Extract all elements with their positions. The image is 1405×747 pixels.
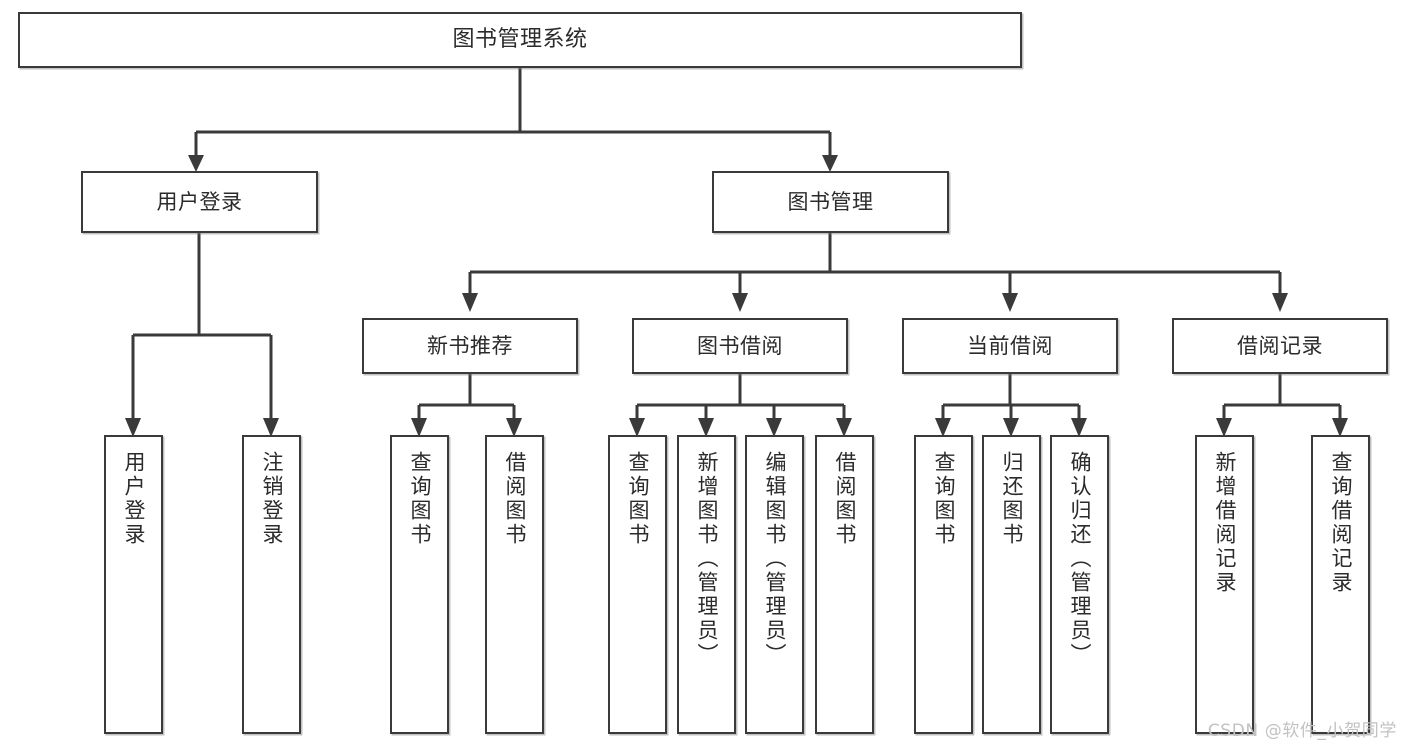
node-book-manage[interactable]: 图书管理 [712,171,949,233]
node-user-login[interactable]: 用户登录 [81,171,318,233]
leaf-return-book[interactable]: 归还图书 [982,435,1041,734]
arrowhead-layer [125,155,1348,437]
leaf-query-record[interactable]: 查询借阅记录 [1311,435,1370,734]
leaf-add-record[interactable]: 新增借阅记录 [1195,435,1254,734]
csdn-watermark: CSDN @软件_小贺同学 [1207,721,1397,741]
arrowhead-leaf-4 [506,418,522,437]
arrowhead-current-borrow [1002,293,1018,312]
node-label-book-manage: 图书管理 [787,189,874,214]
arrowhead-leaf-7 [766,418,782,437]
leaf-user-login[interactable]: 用户登录 [104,435,163,734]
node-book-borrow[interactable]: 图书借阅 [632,318,848,374]
arrowhead-leaf-2 [263,418,279,437]
node-current-borrow[interactable]: 当前借阅 [902,318,1118,374]
leaf-edit-book[interactable]: 编辑图书（管理员） [745,435,804,734]
node-label-current-borrow: 当前借阅 [967,333,1053,358]
arrowhead-leaf-5 [629,418,645,437]
leaf-label-query-book-3: 查询图书 [932,451,956,547]
leaf-confirm-return[interactable]: 确认归还（管理员） [1050,435,1109,734]
arrowhead-new-book [462,293,478,312]
leaf-label-add-book: 新增图书（管理员） [695,451,719,667]
leaf-label-user-login: 用户登录 [122,451,146,547]
leaf-label-borrow-book-1: 借阅图书 [503,451,527,547]
leaf-query-book-1[interactable]: 查询图书 [390,435,449,734]
leaf-query-book-2[interactable]: 查询图书 [608,435,667,734]
leaf-query-book-3[interactable]: 查询图书 [914,435,973,734]
leaf-label-logout-login: 注销登录 [260,451,284,547]
node-borrow-record[interactable]: 借阅记录 [1172,318,1388,374]
leaf-label-query-record: 查询借阅记录 [1329,451,1353,595]
leaf-label-query-book-2: 查询图书 [626,451,650,547]
arrowhead-leaf-9 [935,418,951,437]
arrowhead-book-manage [822,155,838,172]
arrowhead-leaf-6 [698,418,714,437]
node-new-book-recommend[interactable]: 新书推荐 [362,318,578,374]
arrowhead-leaf-11 [1071,418,1087,437]
arrowhead-leaf-13 [1332,418,1348,437]
arrowhead-user-login [188,155,204,172]
arrowhead-borrow-record [1272,293,1288,312]
leaf-label-return-book: 归还图书 [1000,451,1024,547]
arrowhead-leaf-10 [1003,418,1019,437]
leaf-borrow-book-1[interactable]: 借阅图书 [485,435,544,734]
arrowhead-book-borrow [732,293,748,312]
node-label-user-login: 用户登录 [156,189,243,214]
leaf-borrow-book-2[interactable]: 借阅图书 [815,435,874,734]
node-label-borrow-record: 借阅记录 [1237,333,1323,358]
leaf-label-borrow-book-2: 借阅图书 [833,451,857,547]
leaf-label-query-book-1: 查询图书 [408,451,432,547]
arrowhead-leaf-8 [836,418,852,437]
node-root-book-management-system[interactable]: 图书管理系统 [18,12,1022,68]
leaf-label-confirm-return: 确认归还（管理员） [1068,451,1092,667]
leaf-label-add-record: 新增借阅记录 [1213,451,1237,595]
arrowhead-leaf-3 [411,418,427,437]
leaf-add-book[interactable]: 新增图书（管理员） [677,435,736,734]
node-label-root: 图书管理系统 [452,27,588,53]
leaf-label-edit-book: 编辑图书（管理员） [763,451,787,667]
node-label-book-borrow: 图书借阅 [697,333,783,358]
arrowhead-leaf-1 [125,418,141,437]
leaf-logout-login[interactable]: 注销登录 [242,435,301,734]
node-label-new-book-recommend: 新书推荐 [427,333,513,358]
arrowhead-leaf-12 [1216,418,1232,437]
